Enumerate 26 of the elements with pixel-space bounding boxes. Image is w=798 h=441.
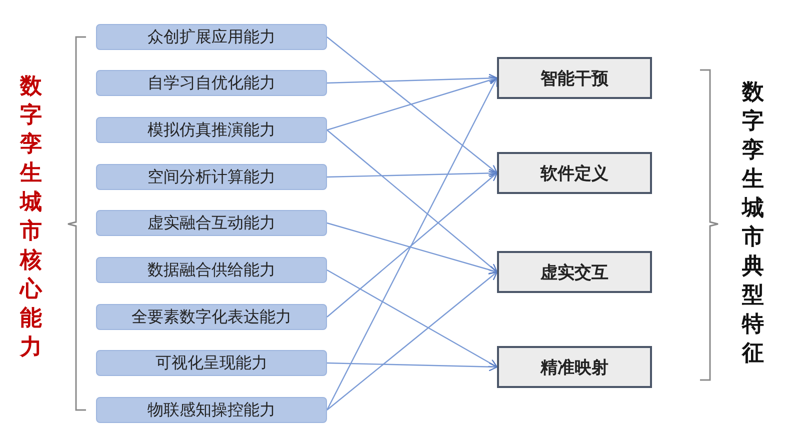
capability-box: 空间分析计算能力 (96, 164, 327, 190)
capability-box: 模拟仿真推演能力 (96, 117, 327, 143)
arrow (326, 362, 498, 372)
arrow (326, 130, 498, 273)
arrow (326, 76, 498, 131)
arrow (326, 172, 498, 318)
vertical-heading: 数字孪生城市典型特征 (740, 79, 765, 368)
arrow (326, 271, 498, 410)
feature-box: 虚实交互 (497, 251, 652, 293)
feature-box: 精准映射 (497, 346, 652, 388)
vertical-heading: 数字孪生城市核心能力 (18, 73, 44, 362)
arrow (326, 269, 498, 368)
capability-box: 自学习自优化能力 (96, 70, 327, 96)
arrow (326, 77, 498, 410)
feature-box: 智能干预 (497, 57, 652, 99)
capability-box: 物联感知操控能力 (96, 397, 327, 423)
feature-box: 软件定义 (497, 152, 652, 194)
capability-box: 虚实融合互动能力 (96, 210, 327, 236)
arrow (326, 74, 498, 84)
capability-box: 众创扩展应用能力 (96, 24, 327, 50)
arrow (326, 222, 498, 274)
arrow (326, 168, 498, 178)
arrow (326, 36, 498, 174)
capability-box: 数据融合供给能力 (96, 257, 327, 283)
capability-box: 全要素数字化表达能力 (96, 304, 327, 330)
capability-box: 可视化呈现能力 (96, 350, 327, 376)
